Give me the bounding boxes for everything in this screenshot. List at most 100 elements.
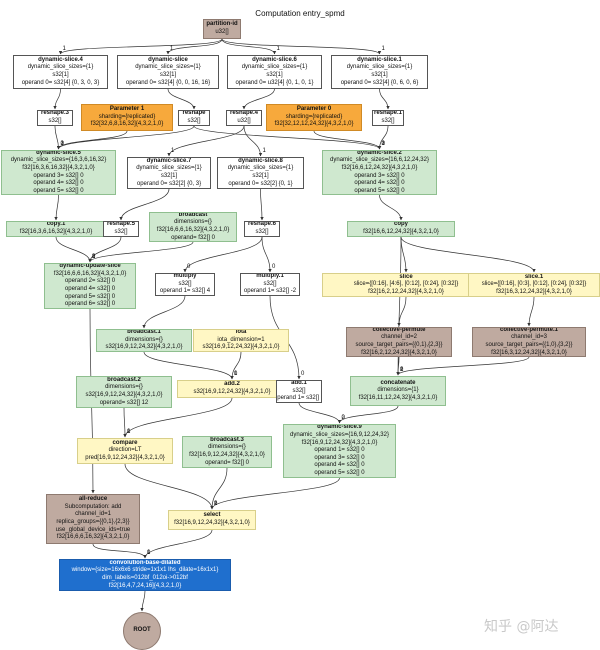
- node-detail-line: f32[16,9,12,24,32]{4,3,2,1,0}: [174, 520, 250, 526]
- node-title: reshape.3: [40, 110, 70, 117]
- node-title: partition-id: [206, 21, 238, 28]
- node-title: dynamic-slice.1: [357, 56, 402, 63]
- node-detail-line: s32[1]: [266, 72, 283, 78]
- node-detail-line: f32[16,3,6,16,32]{4,3,2,1,0}: [22, 164, 95, 171]
- edge-ds6-to-reshape4: [242, 88, 275, 110]
- edge-ds4-to-reshape3: [53, 88, 61, 110]
- edge-add2-to-compare: [123, 397, 233, 438]
- node-root[interactable]: ROOT: [123, 612, 161, 650]
- edge-multiply-to-broadcast1: [142, 295, 186, 329]
- node-detail-line: channel_id=2: [381, 334, 417, 341]
- node-detail-line: f32[16,4,7,24,16]{4,3,2,1,0}: [108, 582, 182, 589]
- edge-operand-label: 0: [400, 367, 404, 373]
- node-detail-line: dynamic_slice_sizes={1}: [27, 64, 94, 71]
- edge-operand-label: 2: [381, 141, 385, 147]
- node-title: reshape.4: [229, 110, 259, 117]
- edge-reshape4-to-ds8: [243, 125, 263, 157]
- node-title: dynamic-slice.5: [36, 150, 81, 156]
- node-title: reshape: [182, 110, 206, 117]
- node-detail-line: operand 5= s32[] 0: [354, 187, 405, 194]
- edge-reshape4-to-ds7: [167, 125, 245, 157]
- edge-operand-label: 1: [92, 254, 96, 260]
- node-title: slice: [399, 273, 413, 280]
- node-title: iota: [235, 329, 247, 336]
- node-detail-line: f32[16,6,6,16,32]{4,3,2,1,0}: [56, 534, 130, 541]
- node-detail-line: operand 0= s32[4] {0, 3, 0, 3}: [21, 79, 100, 86]
- node-detail-line: s32[1]: [52, 72, 69, 78]
- node-title: ROOT: [133, 627, 151, 634]
- graph-title: Computation entry_spmd: [255, 9, 345, 18]
- node-title: slice.1: [524, 273, 544, 280]
- node-title: collective-permute: [372, 327, 426, 333]
- node-detail-line: operand 0= s32[2] {0, 1}: [228, 180, 293, 187]
- node-detail-line: pred[16,9,12,24,32]{4,3,2,1,0}: [85, 454, 165, 461]
- edge-reshape-to-ds2: [193, 125, 382, 150]
- edge-iota-to-add2: [230, 351, 242, 380]
- node-title: reshape.1: [373, 110, 403, 117]
- edge-slice-to-cperm: [397, 296, 407, 327]
- node-detail-line: source_target_pairs={{1,0},{3,2}}: [485, 342, 573, 348]
- node-title: copy: [393, 221, 408, 228]
- edge-operand-label: 1: [62, 46, 66, 52]
- node-detail-line: f32[16,3,12,24,32]{4,3,2,1,0}: [496, 288, 572, 295]
- edge-broadcast-to-dus: [88, 241, 194, 263]
- node-detail-line: operand 1= s32[] -2: [243, 288, 297, 295]
- node-detail-line: operand 6= s32[] 0: [64, 301, 116, 308]
- edge-operand-label: 1: [381, 141, 385, 147]
- node-detail-line: s32[1]: [160, 173, 178, 179]
- node-detail-line: operand= s32[] 12: [99, 399, 149, 406]
- node-detail-line: dimensions={}: [105, 384, 143, 391]
- edge-operand-label: 0: [214, 501, 218, 507]
- node-detail-line: dimensions={}: [174, 219, 212, 226]
- edge-operand-label: 2: [214, 501, 218, 507]
- node-detail-line: window={size=16x6x6 stride=1x1x1 lhs_dil…: [71, 567, 219, 574]
- edge-ds9-to-select: [210, 477, 340, 510]
- node-title: broadcast.3: [210, 436, 244, 443]
- node-detail-line: channel_id=3: [511, 334, 547, 341]
- node-detail-line: s32[]: [187, 118, 201, 124]
- edge-operand-label: 1: [60, 141, 64, 147]
- node-detail-line: s32[]: [48, 118, 62, 124]
- edge-operand-label: 1: [214, 501, 218, 507]
- node-detail-line: replica_groups={{0,1},{2,3}}: [56, 519, 130, 525]
